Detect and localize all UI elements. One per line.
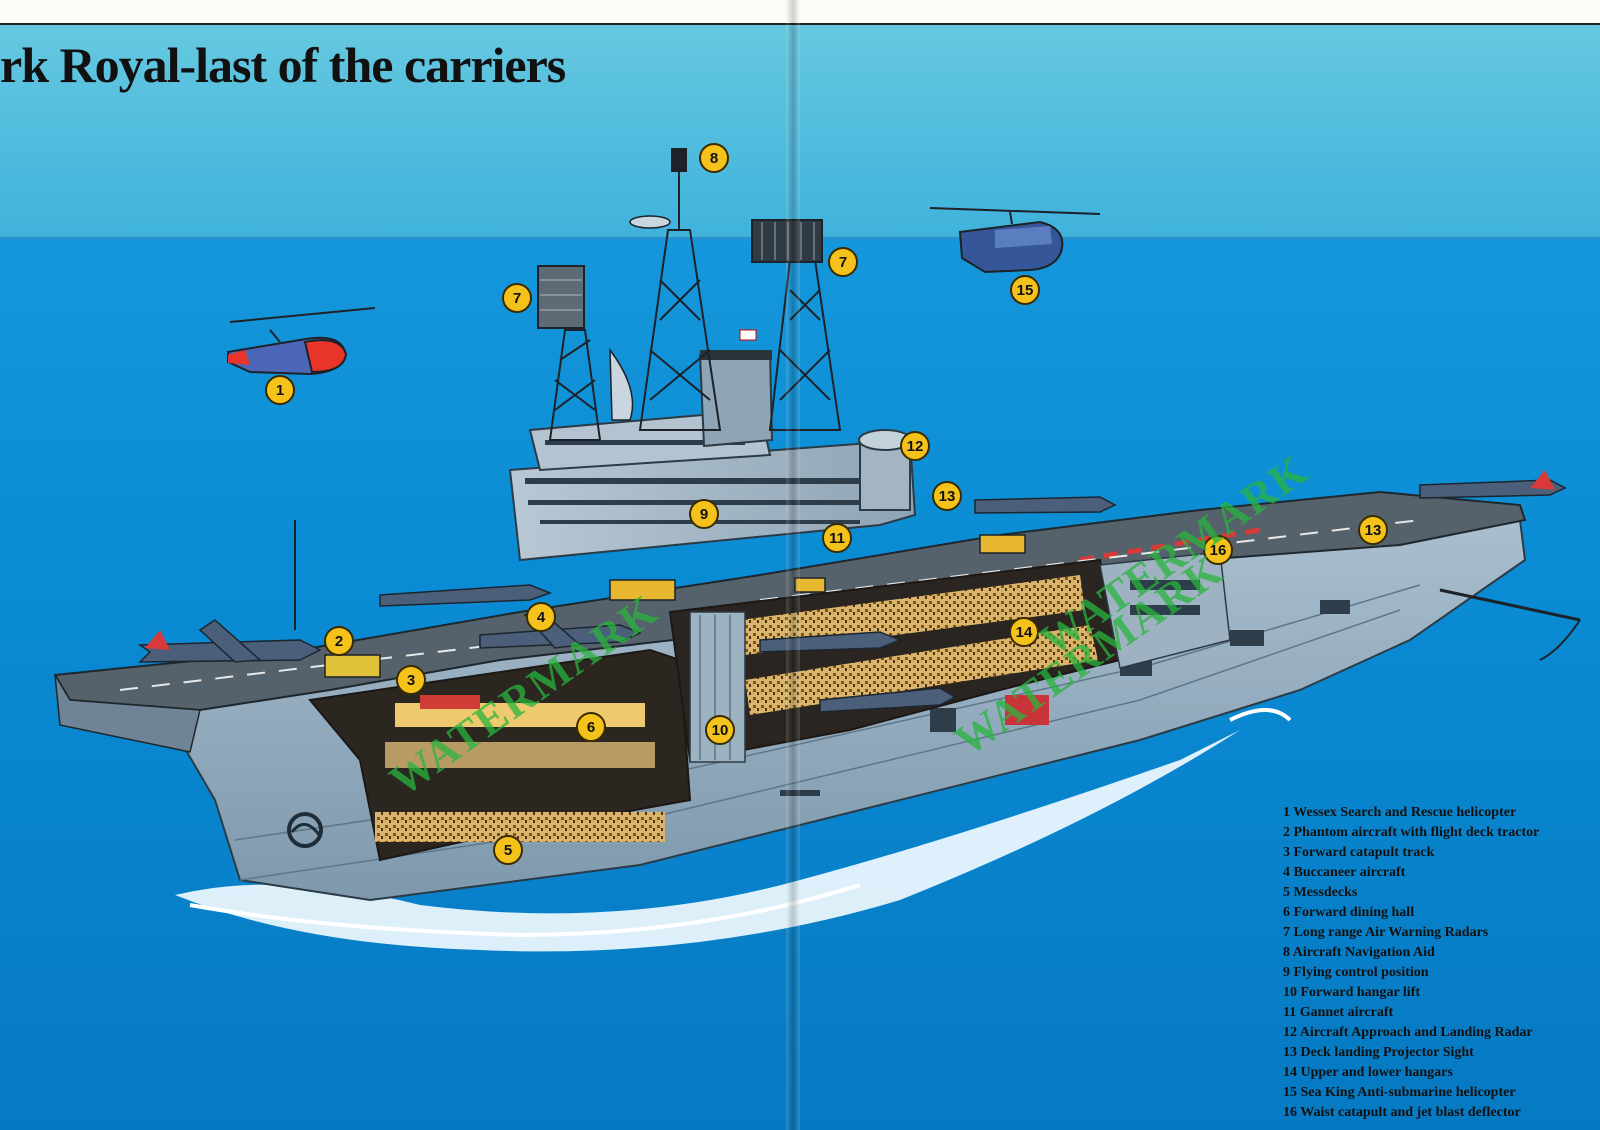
legend-item-6: 6 Forward dining hall bbox=[1283, 905, 1415, 920]
callout-3: 3 bbox=[396, 665, 426, 695]
callout-12: 12 bbox=[900, 431, 930, 461]
callout-7-right: 7 bbox=[828, 247, 858, 277]
legend-item-5: 5 Messdecks bbox=[1283, 885, 1358, 900]
callout-6: 6 bbox=[576, 712, 606, 742]
callout-16: 16 bbox=[1203, 535, 1233, 565]
callout-1: 1 bbox=[265, 375, 295, 405]
legend-item-8: 8 Aircraft Navigation Aid bbox=[1283, 945, 1435, 960]
page-fold-crease bbox=[786, 0, 800, 1130]
callout-11: 11 bbox=[822, 523, 852, 553]
callout-5: 5 bbox=[493, 835, 523, 865]
callout-9: 9 bbox=[689, 499, 719, 529]
legend-item-7: 7 Long range Air Warning Radars bbox=[1283, 925, 1489, 940]
callout-14: 14 bbox=[1009, 617, 1039, 647]
legend-item-9: 9 Flying control position bbox=[1283, 965, 1429, 980]
legend-list: 1 Wessex Search and Rescue helicopter 2 … bbox=[1283, 803, 1539, 1123]
callout-15: 15 bbox=[1010, 275, 1040, 305]
legend-item-2: 2 Phantom aircraft with flight deck trac… bbox=[1283, 825, 1540, 840]
callout-2: 2 bbox=[324, 626, 354, 656]
page-title: rk Royal-last of the carriers bbox=[0, 37, 566, 93]
legend-item-3: 3 Forward catapult track bbox=[1283, 845, 1435, 860]
callout-13-island: 13 bbox=[932, 481, 962, 511]
legend-item-16: 16 Waist catapult and jet blast deflecto… bbox=[1283, 1105, 1521, 1120]
legend-item-13: 13 Deck landing Projector Sight bbox=[1283, 1045, 1474, 1060]
callout-4: 4 bbox=[526, 602, 556, 632]
legend-item-1: 1 Wessex Search and Rescue helicopter bbox=[1283, 805, 1517, 820]
callout-13-aft: 13 bbox=[1358, 515, 1388, 545]
callout-10: 10 bbox=[705, 715, 735, 745]
callout-8: 8 bbox=[699, 143, 729, 173]
callout-7-left: 7 bbox=[502, 283, 532, 313]
legend-item-4: 4 Buccaneer aircraft bbox=[1283, 865, 1406, 880]
legend-item-15: 15 Sea King Anti-submarine helicopter bbox=[1283, 1085, 1516, 1100]
legend-item-11: 11 Gannet aircraft bbox=[1283, 1005, 1394, 1020]
legend-item-14: 14 Upper and lower hangars bbox=[1283, 1065, 1453, 1080]
legend-item-10: 10 Forward hangar lift bbox=[1283, 985, 1421, 1000]
legend-item-12: 12 Aircraft Approach and Landing Radar bbox=[1283, 1025, 1533, 1040]
